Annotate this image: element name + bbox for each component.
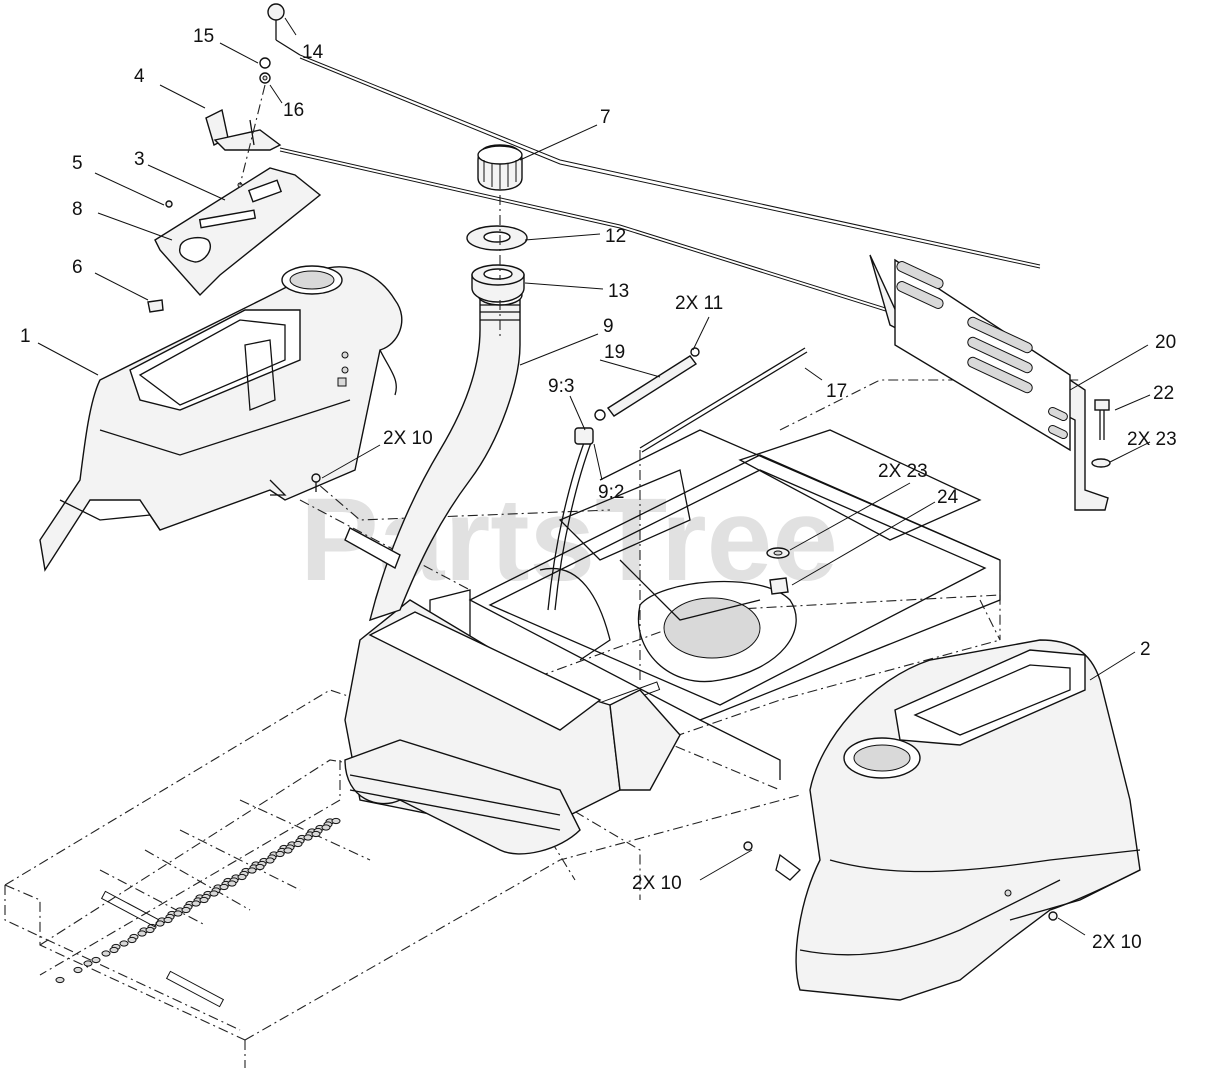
floor-hole bbox=[247, 867, 257, 874]
callout-9-3: 9:3 bbox=[548, 376, 574, 397]
screws-10 bbox=[147, 200, 1058, 921]
rod-17 bbox=[639, 347, 808, 453]
leader-lines bbox=[37, 17, 1151, 936]
callout-9-2: 9:2 bbox=[598, 482, 624, 503]
floor-hole bbox=[331, 817, 341, 825]
callout-14: 14 bbox=[302, 42, 324, 63]
callout-1: 1 bbox=[20, 326, 31, 347]
side-plate-20 bbox=[869, 254, 1109, 511]
callout-5: 5 bbox=[72, 153, 83, 174]
floor-hole bbox=[293, 840, 303, 848]
callout-12: 12 bbox=[605, 226, 626, 247]
nut-24 bbox=[769, 577, 789, 595]
floor-hole bbox=[101, 950, 111, 957]
callout-19: 19 bbox=[604, 342, 625, 363]
callout-10-bottom: 2X 10 bbox=[632, 873, 682, 894]
floor-hole bbox=[255, 863, 265, 871]
callout-11: 2X 11 bbox=[675, 293, 723, 314]
floor-hole bbox=[321, 824, 331, 831]
callout-16: 16 bbox=[283, 100, 304, 121]
floor-hole bbox=[91, 956, 101, 964]
floor-hole bbox=[219, 883, 229, 891]
floor-pan-holes bbox=[55, 817, 341, 984]
control-lever-4 bbox=[205, 108, 282, 151]
console-plate bbox=[154, 167, 322, 297]
left-fender-pod bbox=[39, 265, 403, 572]
callout-2: 2 bbox=[1140, 639, 1151, 660]
vent-hose bbox=[547, 427, 594, 611]
ring-13 bbox=[471, 264, 525, 303]
washer-23-center bbox=[766, 547, 790, 559]
callout-10-left: 2X 10 bbox=[383, 428, 433, 449]
floor-hole bbox=[119, 940, 129, 947]
knob-rod-14 bbox=[239, 3, 301, 186]
chassis-frame bbox=[429, 429, 1001, 780]
floor-hole bbox=[145, 926, 155, 934]
bolt-22 bbox=[1094, 399, 1110, 440]
cables bbox=[279, 54, 1041, 329]
callout-6: 6 bbox=[72, 257, 83, 278]
callout-10-right: 2X 10 bbox=[1092, 932, 1142, 953]
floor-hole bbox=[73, 966, 83, 974]
callout-17: 17 bbox=[826, 381, 847, 402]
callout-22: 22 bbox=[1153, 383, 1174, 404]
floor-hole bbox=[227, 880, 237, 887]
fuel-cap bbox=[477, 144, 523, 191]
floor-hole bbox=[55, 976, 65, 984]
floor-hole bbox=[275, 850, 285, 858]
floor-hole bbox=[163, 916, 173, 924]
floor-hole bbox=[181, 906, 191, 914]
callout-labels: 14 15 16 4 3 5 8 6 1 7 12 13 9 2X 11 19 … bbox=[20, 26, 1177, 953]
floor-hole bbox=[283, 847, 293, 854]
right-fender-pod bbox=[775, 639, 1141, 1001]
floor-hole bbox=[311, 830, 321, 838]
floor-hole bbox=[173, 910, 183, 917]
callout-7: 7 bbox=[600, 107, 611, 128]
floor-hole bbox=[127, 936, 137, 944]
callout-8: 8 bbox=[72, 199, 83, 220]
floor-hole bbox=[137, 930, 147, 937]
callout-15: 15 bbox=[193, 26, 214, 47]
callout-23-center: 2X 23 bbox=[878, 461, 928, 482]
washer-23 bbox=[1091, 458, 1111, 468]
floor-hole bbox=[109, 946, 119, 954]
fuel-tank bbox=[344, 599, 681, 855]
callout-20: 20 bbox=[1155, 332, 1176, 353]
callout-9: 9 bbox=[603, 316, 614, 337]
callout-3: 3 bbox=[134, 149, 145, 170]
frame-floor-pan bbox=[4, 379, 1080, 1068]
floor-hole bbox=[83, 960, 93, 967]
floor-hole bbox=[237, 873, 247, 881]
floor-hole bbox=[209, 890, 219, 897]
bracket-left bbox=[344, 527, 401, 570]
callout-13: 13 bbox=[608, 281, 629, 302]
callout-24: 24 bbox=[937, 487, 959, 508]
floor-hole bbox=[199, 896, 209, 904]
callout-4: 4 bbox=[134, 66, 145, 87]
gasket-12 bbox=[466, 225, 528, 251]
floor-hole bbox=[303, 834, 313, 841]
callout-23-right: 2X 23 bbox=[1127, 429, 1177, 450]
floor-hole bbox=[265, 857, 275, 864]
floor-hole bbox=[191, 900, 201, 907]
